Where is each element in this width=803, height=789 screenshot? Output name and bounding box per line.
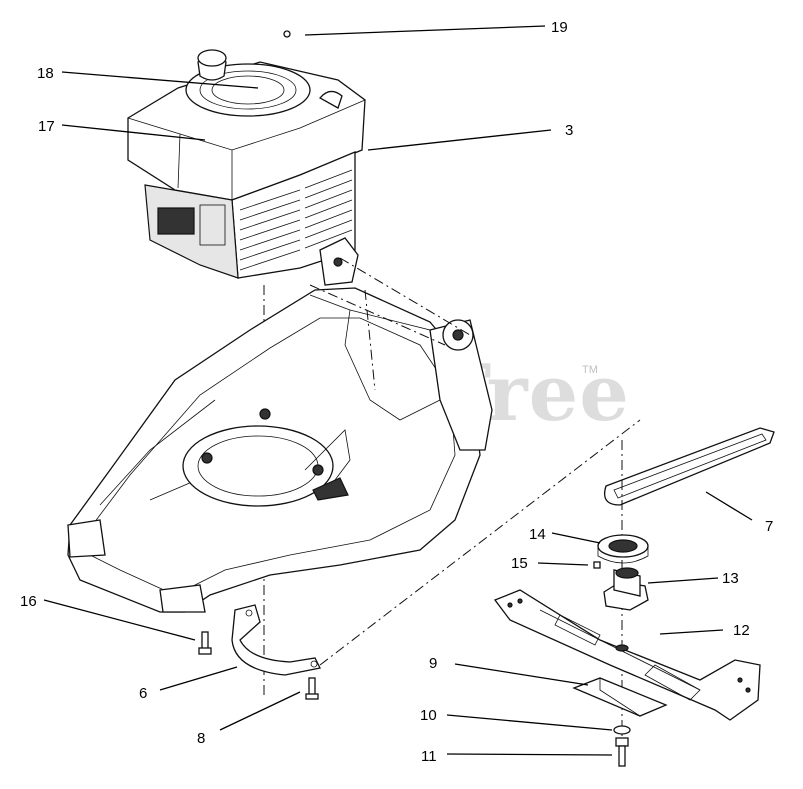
callout-18: 18 [37,65,54,82]
pulley-14[interactable] [597,534,649,564]
cooling-fins [239,169,353,271]
fastener-19[interactable] [283,30,291,38]
leader-12 [659,629,724,635]
callout-3: 3 [565,122,573,139]
leader-15 [537,562,589,566]
callout-10: 10 [420,707,437,724]
washer-10[interactable] [613,725,631,735]
callout-13: 13 [722,570,739,587]
watermark-trademark: TM [582,364,598,376]
leader-18 [61,71,259,89]
leader-11 [446,753,613,756]
blade-adapter-13[interactable] [603,567,649,611]
engine-label-plate [157,207,195,235]
leader-13 [647,577,719,584]
mower-deck[interactable] [67,237,493,613]
leader-19 [304,25,546,36]
stiffener-9[interactable] [572,677,668,717]
callout-17: 17 [38,118,55,135]
callout-9: 9 [429,655,437,672]
engine[interactable] [127,30,366,279]
key-15[interactable] [593,561,601,569]
leader-3 [367,129,552,151]
screw-16[interactable] [198,631,212,655]
leader-14 [551,532,601,544]
blade-12[interactable] [493,589,761,721]
bolt-8[interactable] [305,677,319,700]
callout-15: 15 [511,555,528,572]
callout-8: 8 [197,730,205,747]
leader-6 [159,666,238,691]
belt-7[interactable] [603,427,775,506]
callout-11: 11 [421,748,437,765]
leader-9 [454,663,589,686]
callout-6: 6 [139,685,147,702]
leader-10 [446,714,613,731]
leader-7 [705,491,753,521]
leader-16 [43,599,196,641]
callout-7: 7 [765,518,773,535]
callout-19: 19 [551,19,568,36]
callout-12: 12 [733,622,750,639]
leader-8 [219,691,301,731]
callout-14: 14 [529,526,546,543]
callout-16: 16 [20,593,37,610]
leader-17 [61,124,206,141]
bracket-6[interactable] [231,604,321,676]
blade-bolt-11[interactable] [615,737,629,767]
